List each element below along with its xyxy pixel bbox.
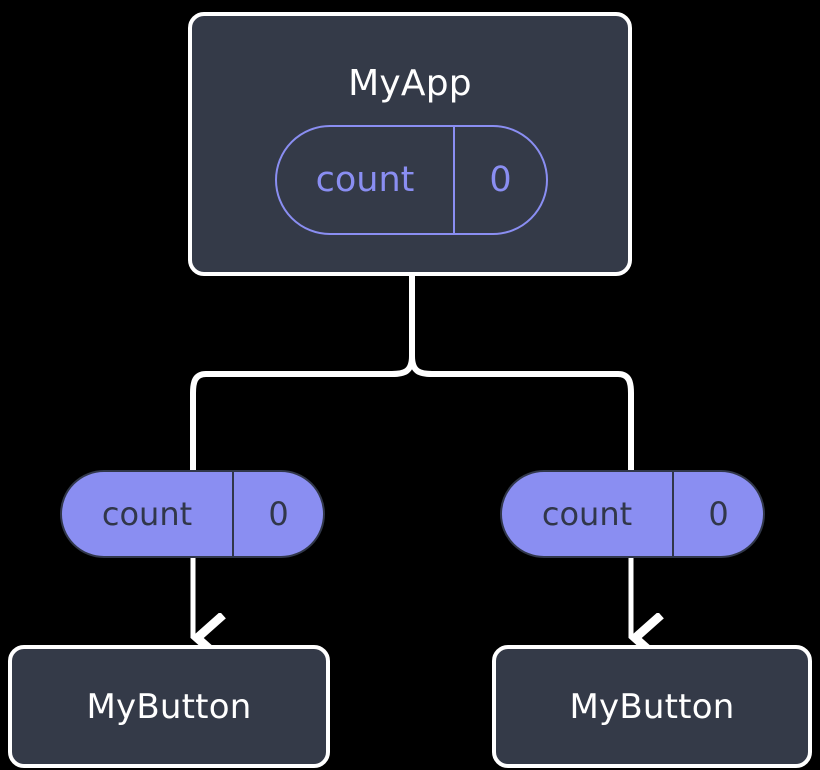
node-mybutton-right[interactable]: MyButton <box>492 645 812 768</box>
state-pill-child-left-value: 0 <box>268 495 289 533</box>
state-pill-child-right-key: count <box>502 472 674 556</box>
node-mybutton-left-label: MyButton <box>86 686 252 727</box>
state-pill-myapp-value: 0 <box>489 160 512 200</box>
node-myapp-label: MyApp <box>348 63 472 104</box>
node-mybutton-left[interactable]: MyButton <box>8 645 330 768</box>
tree-branch-right <box>409 273 634 473</box>
state-pill-myapp[interactable]: count 0 <box>275 125 548 235</box>
state-pill-child-left[interactable]: count 0 <box>60 470 325 558</box>
state-pill-child-left-key: count <box>62 472 234 556</box>
tree-branch-left <box>190 273 415 473</box>
state-pill-myapp-key: count <box>277 127 455 233</box>
node-mybutton-right-label: MyButton <box>569 686 735 727</box>
state-pill-child-right-value: 0 <box>708 495 729 533</box>
state-pill-child-right[interactable]: count 0 <box>500 470 765 558</box>
